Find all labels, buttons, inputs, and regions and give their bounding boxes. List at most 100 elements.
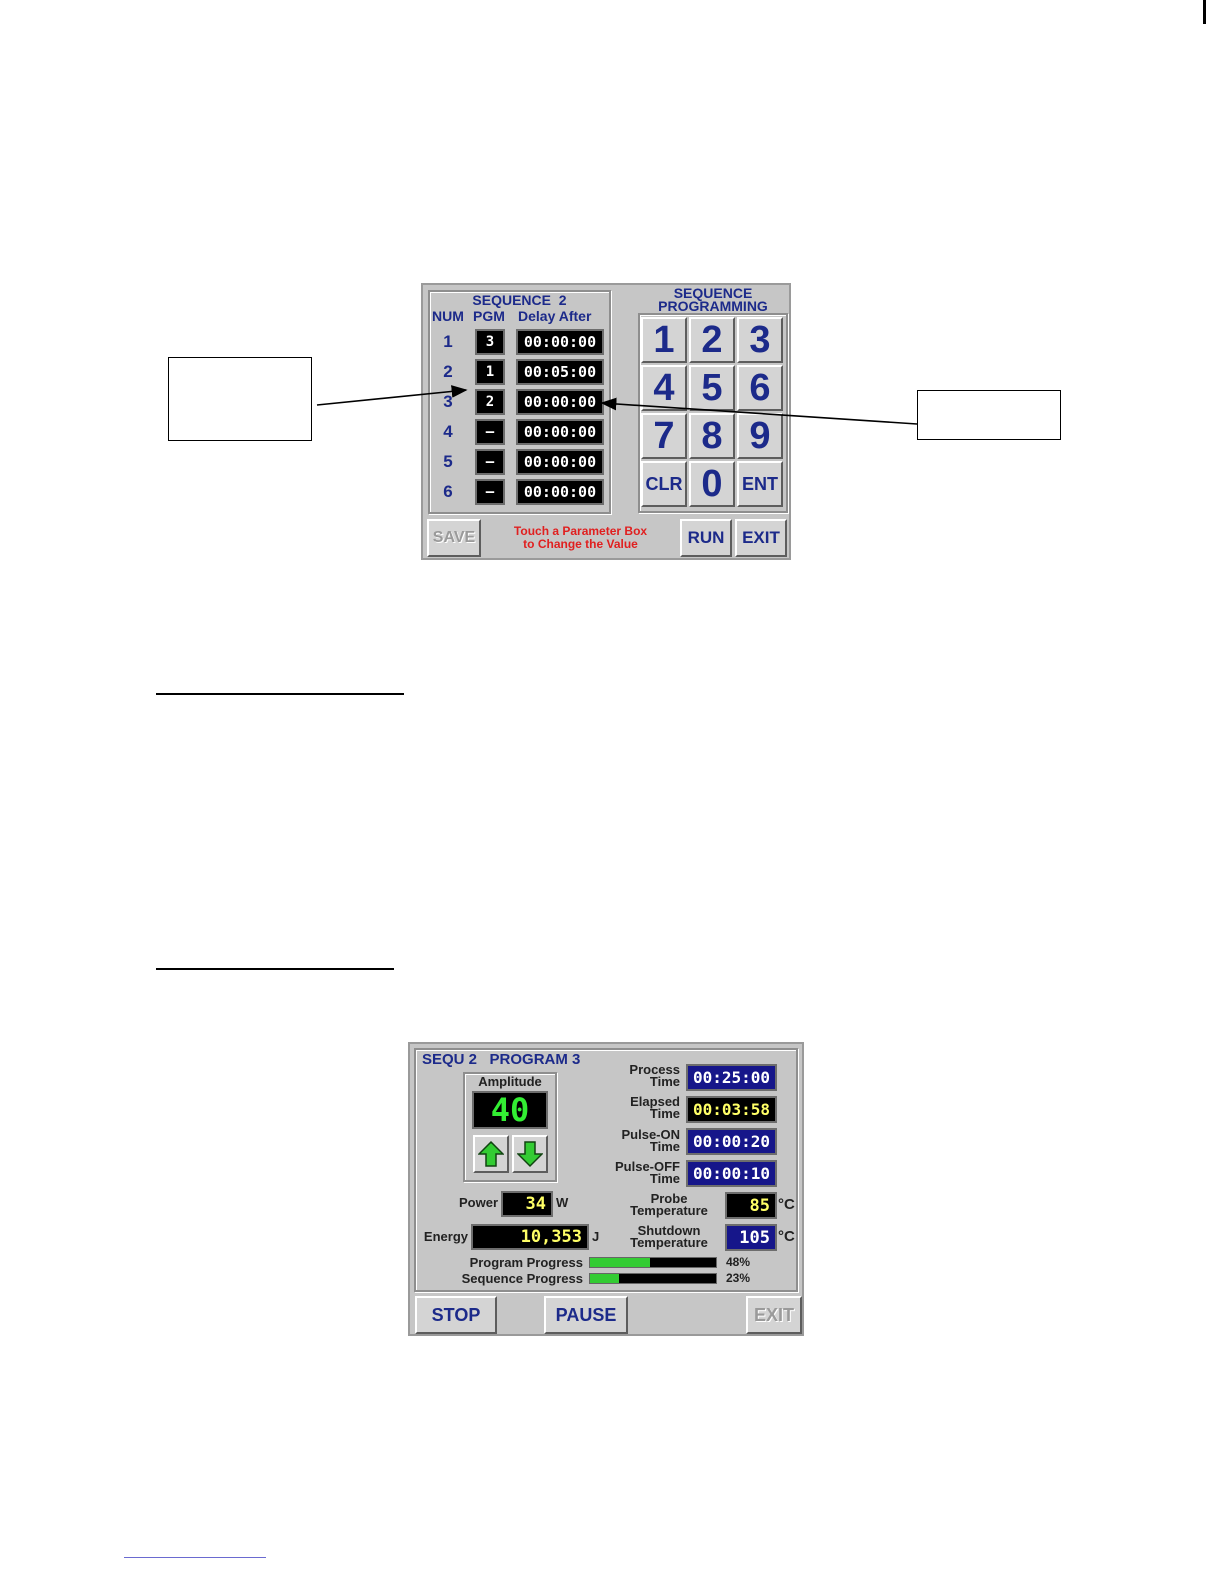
sequence-row-pgm-box[interactable]: – (475, 479, 505, 505)
keypad-key-4[interactable]: 4 (641, 365, 687, 411)
sequence-row-delay-box[interactable]: 00:00:00 (516, 389, 604, 415)
keypad-key-6[interactable]: 6 (737, 365, 783, 411)
green-down-arrow-icon (517, 1141, 543, 1168)
elapsed-time-label-l1: Elapsed (630, 1094, 680, 1109)
stop-button[interactable]: STOP (415, 1296, 497, 1334)
keypad-key-2[interactable]: 2 (689, 317, 735, 363)
probe-temperature-label-l1: Probe (650, 1191, 688, 1206)
pulse-off-label-l1: Pulse-OFF (614, 1159, 680, 1174)
delay-header: Delay After (518, 308, 592, 324)
footnote-separator (124, 1557, 266, 1558)
sequence-row-num: 2 (443, 362, 453, 381)
power-label: Power (458, 1195, 498, 1210)
shutdown-temperature-label-l1: Shutdown (637, 1223, 701, 1238)
sequence-progress-percent: 23% (726, 1271, 751, 1285)
program-progress-label: Program Progress (469, 1255, 583, 1270)
keypad-key-7[interactable]: 7 (641, 413, 687, 459)
sequence-row-delay-box[interactable]: 00:00:00 (516, 419, 604, 445)
sequence-row-pgm-box[interactable]: 3 (475, 329, 505, 355)
run-button[interactable]: RUN (680, 519, 732, 557)
sequence-row-pgm-box[interactable]: 1 (475, 359, 505, 385)
probe-temperature-label-l2: Temperature (630, 1203, 708, 1218)
pulse-off-display[interactable]: 00:00:10 (686, 1160, 777, 1187)
sequence-row-delay-box[interactable]: 00:00:00 (516, 449, 604, 475)
page-edge-mark (1203, 0, 1206, 24)
sequence-title: SEQUENCE 2 (472, 292, 567, 308)
program-progress-fill (590, 1258, 651, 1267)
keypad-key-8[interactable]: 8 (689, 413, 735, 459)
exit-button-disabled[interactable]: EXIT (746, 1296, 802, 1334)
energy-unit: J (592, 1229, 600, 1244)
callout-box-left (168, 357, 312, 441)
shutdown-temperature-label-l2: Temperature (630, 1235, 708, 1250)
green-up-arrow-icon (478, 1140, 504, 1167)
sequence-row-pgm-box[interactable]: 2 (475, 389, 505, 415)
pulse-on-label-l1: Pulse-ON (621, 1127, 680, 1142)
section-heading-underline-1 (156, 693, 404, 695)
elapsed-time-label-l2: Time (649, 1106, 680, 1121)
amplitude-display[interactable]: 40 (472, 1091, 548, 1129)
amplitude-group (463, 1072, 557, 1182)
program-progress-bar (589, 1257, 717, 1268)
pulse-off-label-l2: Time (649, 1171, 680, 1186)
hint-line-2: to Change the Value (523, 537, 638, 551)
pulse-off-label: Pulse-OFF Time (590, 1159, 680, 1186)
keypad-key-9[interactable]: 9 (737, 413, 783, 459)
process-time-label-l1: Process (629, 1062, 680, 1077)
sequence-row-delay-box[interactable]: 00:05:00 (516, 359, 604, 385)
power-unit: W (556, 1195, 569, 1210)
energy-display: 10,353 (471, 1224, 589, 1250)
keypad-key-0[interactable]: 0 (689, 461, 735, 507)
probe-temperature-unit: °C (778, 1196, 795, 1213)
exit-button[interactable]: EXIT (735, 519, 787, 557)
pause-button[interactable]: PAUSE (544, 1296, 628, 1334)
probe-temperature-display: 85 (725, 1192, 777, 1219)
shutdown-temperature-display[interactable]: 105 (725, 1224, 777, 1251)
pulse-on-label: Pulse-ON Time (590, 1127, 680, 1154)
sequence-row-num: 5 (443, 452, 453, 471)
keypad-key-5[interactable]: 5 (689, 365, 735, 411)
keypad-title-line1: SEQUENCE (673, 285, 753, 301)
keypad-key-1[interactable]: 1 (641, 317, 687, 363)
pgm-header: PGM (473, 308, 505, 324)
sequence-row-num: 4 (443, 422, 453, 441)
sequence-row-num: 6 (443, 482, 453, 501)
program-progress-percent: 48% (726, 1255, 751, 1269)
shutdown-temperature-label: Shutdown Temperature (615, 1223, 723, 1250)
energy-label: Energy (423, 1229, 468, 1244)
sequence-row-num: 3 (443, 392, 453, 411)
sequence-row-pgm-box[interactable]: – (475, 419, 505, 445)
amplitude-down-button[interactable] (512, 1135, 548, 1173)
sequence-progress-bar (589, 1273, 717, 1284)
callout-box-right (917, 390, 1061, 440)
process-time-label-l2: Time (649, 1074, 680, 1089)
run-title: SEQU 2 PROGRAM 3 (422, 1051, 581, 1068)
sequence-row-delay-box[interactable]: 00:00:00 (516, 479, 604, 505)
sequence-progress-label: Sequence Progress (461, 1271, 583, 1286)
sequence-programming-screen: SEQUENCE 2 NUM PGM Delay After 1 3 00:00:0… (421, 283, 791, 560)
amplitude-up-button[interactable] (473, 1135, 509, 1173)
save-button[interactable]: SAVE (427, 519, 481, 557)
keypad-key-3[interactable]: 3 (737, 317, 783, 363)
keypad-key-ent[interactable]: ENT (737, 461, 783, 507)
hint-line-1: Touch a Parameter Box (513, 524, 648, 538)
num-header: NUM (432, 308, 464, 324)
probe-temperature-label: Probe Temperature (615, 1191, 723, 1218)
sequence-progress-fill (590, 1274, 619, 1283)
sequence-run-screen: SEQU 2 PROGRAM 3 Amplitude 40 Power 34 W… (408, 1042, 804, 1336)
pulse-on-display[interactable]: 00:00:20 (686, 1128, 777, 1155)
elapsed-time-label: Elapsed Time (590, 1094, 680, 1121)
keypad-title-line2: PROGRAMMING (658, 298, 768, 314)
process-time-display[interactable]: 00:25:00 (686, 1064, 777, 1091)
sequence-row-delay-box[interactable]: 00:00:00 (516, 329, 604, 355)
power-display: 34 (501, 1191, 553, 1217)
sequence-row-pgm-box[interactable]: – (475, 449, 505, 475)
process-time-label: Process Time (590, 1062, 680, 1089)
shutdown-temperature-unit: °C (778, 1228, 795, 1245)
amplitude-label: Amplitude (478, 1074, 542, 1089)
run-info-group (414, 1048, 798, 1292)
elapsed-time-display: 00:03:58 (686, 1096, 777, 1123)
section-heading-underline-2 (156, 968, 394, 970)
pulse-on-label-l2: Time (649, 1139, 680, 1154)
keypad-key-clr[interactable]: CLR (641, 461, 687, 507)
